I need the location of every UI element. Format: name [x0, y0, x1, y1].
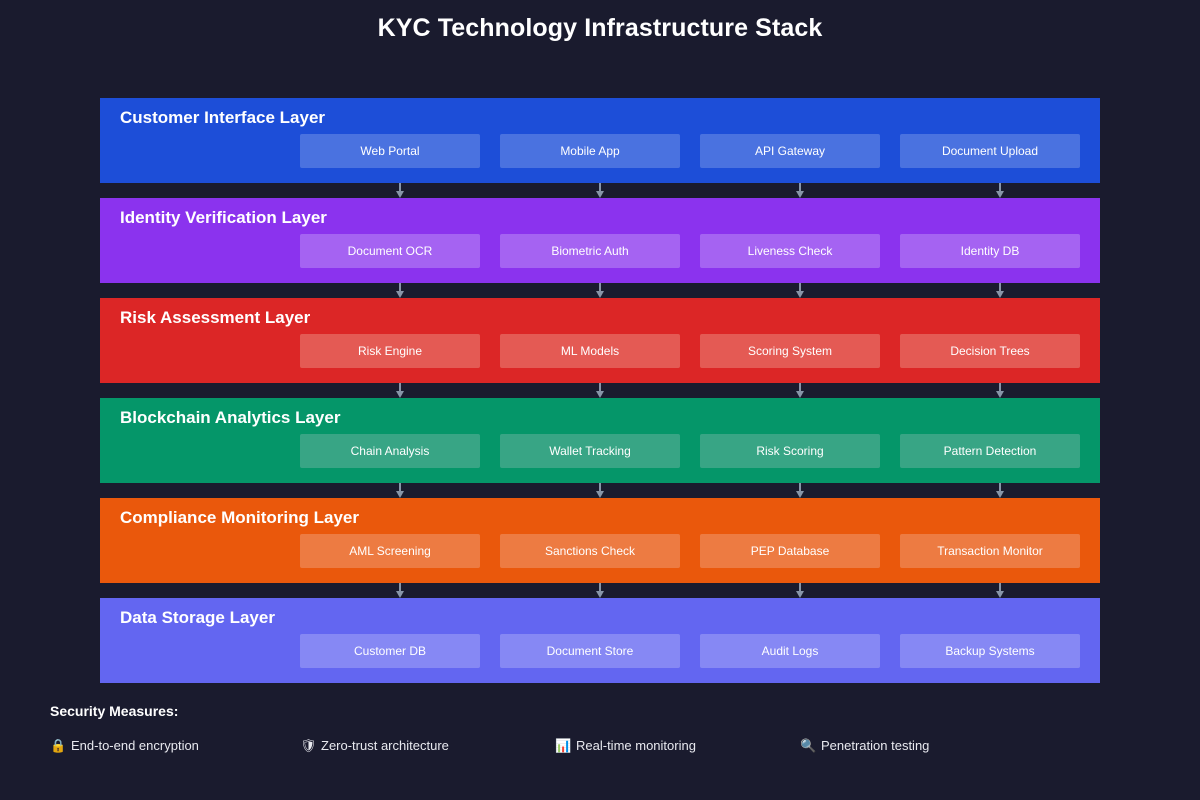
layer-components: AML Screening Sanctions Check PEP Database…	[100, 534, 1100, 568]
component-box[interactable]: Scoring System	[700, 334, 880, 368]
layer-components: Risk Engine ML Models Scoring System Decisi…	[100, 334, 1100, 368]
flow-arrow-down-icon	[996, 483, 1004, 498]
component-box[interactable]: ML Models	[500, 334, 680, 368]
component-box[interactable]: Wallet Tracking	[500, 434, 680, 468]
flow-arrow-down-icon	[996, 383, 1004, 398]
layer-connectors	[100, 183, 1100, 198]
layer-connectors	[100, 283, 1100, 298]
flow-arrow-down-icon	[796, 383, 804, 398]
flow-arrow-down-icon	[796, 583, 804, 598]
security-measure-item: 🛡 Zero-trust architecture	[300, 738, 449, 753]
component-box[interactable]: Customer DB	[300, 634, 480, 668]
component-box[interactable]: Mobile App	[500, 134, 680, 168]
component-box[interactable]: Sanctions Check	[500, 534, 680, 568]
component-box[interactable]: Backup Systems	[900, 634, 1080, 668]
layer-components: Customer DB Document Store Audit Logs Backu…	[100, 634, 1100, 668]
flow-arrow-down-icon	[996, 283, 1004, 298]
security-measure-label: Penetration testing	[821, 738, 930, 753]
flow-arrow-down-icon	[796, 483, 804, 498]
security-measures-section: Security Measures: 🔒 End-to-end encryptio…	[50, 703, 1150, 762]
layer-connectors	[100, 583, 1100, 598]
flow-arrow-down-icon	[396, 283, 404, 298]
layer-connectors	[100, 383, 1100, 398]
layer-components: Document OCR Biometric Auth Liveness Check…	[100, 234, 1100, 268]
flow-arrow-down-icon	[396, 383, 404, 398]
component-box[interactable]: PEP Database	[700, 534, 880, 568]
flow-arrow-down-icon	[596, 583, 604, 598]
page-title: KYC Technology Infrastructure Stack	[377, 14, 823, 42]
flow-arrow-down-icon	[996, 183, 1004, 198]
layer-title: Data Storage Layer	[120, 608, 275, 627]
flow-arrow-down-icon	[396, 483, 404, 498]
security-measure-label: End-to-end encryption	[71, 738, 199, 753]
flow-arrow-down-icon	[596, 183, 604, 198]
layer-title: Risk Assessment Layer	[120, 308, 311, 327]
security-measure-item: 🔒 End-to-end encryption	[50, 738, 199, 753]
component-box[interactable]: Biometric Auth	[500, 234, 680, 268]
component-box[interactable]: Document Upload	[900, 134, 1080, 168]
security-measure-label: Real-time monitoring	[576, 738, 696, 753]
security-measures-list: 🔒 End-to-end encryption 🛡 Zero-trust archit…	[50, 738, 1150, 762]
component-box[interactable]: Document OCR	[300, 234, 480, 268]
component-box[interactable]: Decision Trees	[900, 334, 1080, 368]
layer-connectors	[100, 483, 1100, 498]
lock-icon: 🔒	[50, 738, 67, 753]
component-box[interactable]: Audit Logs	[700, 634, 880, 668]
layer-title: Blockchain Analytics Layer	[120, 408, 341, 427]
flow-arrow-down-icon	[396, 583, 404, 598]
flow-arrow-down-icon	[996, 583, 1004, 598]
flow-arrow-down-icon	[596, 483, 604, 498]
component-box[interactable]: Risk Engine	[300, 334, 480, 368]
flow-arrow-down-icon	[796, 183, 804, 198]
layer-title: Compliance Monitoring Layer	[120, 508, 359, 527]
component-box[interactable]: Document Store	[500, 634, 680, 668]
security-measure-item: 🔍 Penetration testing	[800, 738, 929, 753]
component-box[interactable]: Web Portal	[300, 134, 480, 168]
bar-chart-icon: 📊	[555, 738, 572, 753]
security-measures-heading: Security Measures:	[50, 703, 179, 719]
component-box[interactable]: API Gateway	[700, 134, 880, 168]
layer-components: Web Portal Mobile App API Gateway Document …	[100, 134, 1100, 168]
flow-arrow-down-icon	[796, 283, 804, 298]
flow-arrow-down-icon	[596, 383, 604, 398]
component-box[interactable]: Risk Scoring	[700, 434, 880, 468]
layer-title: Identity Verification Layer	[120, 208, 327, 227]
component-box[interactable]: Chain Analysis	[300, 434, 480, 468]
component-box[interactable]: Pattern Detection	[900, 434, 1080, 468]
component-box[interactable]: Transaction Monitor	[900, 534, 1080, 568]
flow-arrow-down-icon	[596, 283, 604, 298]
security-measure-label: Zero-trust architecture	[321, 738, 449, 753]
layer-components: Chain Analysis Wallet Tracking Risk Scorin…	[100, 434, 1100, 468]
flow-arrow-down-icon	[396, 183, 404, 198]
component-box[interactable]: Identity DB	[900, 234, 1080, 268]
component-box[interactable]: Liveness Check	[700, 234, 880, 268]
security-measure-item: 📊 Real-time monitoring	[555, 738, 696, 753]
magnifier-icon: 🔍	[800, 738, 817, 753]
layer-title: Customer Interface Layer	[120, 108, 326, 127]
component-box[interactable]: AML Screening	[300, 534, 480, 568]
shield-icon: 🛡	[300, 738, 317, 753]
